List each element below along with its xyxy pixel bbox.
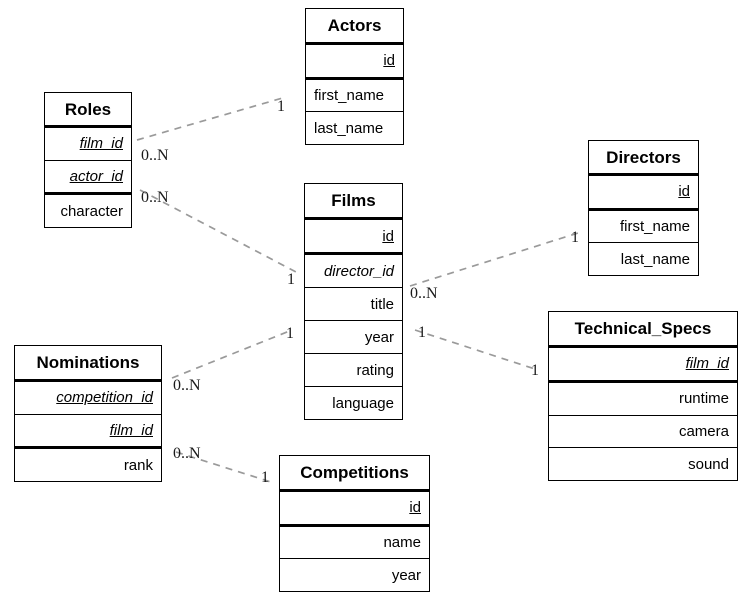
entity-field-actors-id[interactable]: id xyxy=(306,44,403,79)
cardinality-label-roles-actors-to: 1 xyxy=(277,98,285,115)
field-label: character xyxy=(60,202,123,220)
field-label: competition_id xyxy=(56,389,153,407)
entity-table-directors[interactable]: Directors id first_name last_name xyxy=(588,140,699,276)
cardinality-label-films-technical_specs-to: 1 xyxy=(531,362,539,379)
entity-field-nominations-film_id[interactable]: film_id xyxy=(15,413,161,449)
field-label: camera xyxy=(678,422,729,440)
entity-title-directors: Directors xyxy=(589,141,698,175)
field-label: rank xyxy=(123,456,153,474)
field-label: rating xyxy=(356,361,394,379)
entity-field-roles-film_id[interactable]: film_id xyxy=(45,127,131,160)
entity-field-technical_specs-film_id[interactable]: film_id xyxy=(549,347,737,382)
field-label: title xyxy=(370,295,394,313)
field-label: first_name xyxy=(314,87,385,104)
entity-field-directors-first_name[interactable]: first_name xyxy=(589,209,698,243)
entity-field-competitions-id[interactable]: id xyxy=(280,491,429,526)
entity-field-films-language[interactable]: language xyxy=(305,386,402,419)
cardinality-label-films-directors-to: 1 xyxy=(571,229,579,246)
entity-title-films: Films xyxy=(305,184,402,219)
field-label: sound xyxy=(688,455,729,473)
relationship-line-films-directors xyxy=(409,232,579,287)
entity-title-actors: Actors xyxy=(306,9,403,44)
cardinality-label-roles-films-to: 1 xyxy=(287,271,295,288)
entity-field-nominations-competition_id[interactable]: competition_id xyxy=(15,381,161,414)
field-label: runtime xyxy=(678,390,729,408)
entity-field-technical_specs-camera[interactable]: camera xyxy=(549,414,737,448)
field-label: last_name xyxy=(620,250,690,268)
entity-field-actors-last_name[interactable]: last_name xyxy=(306,111,403,145)
field-label: name xyxy=(383,534,421,551)
field-label: film_id xyxy=(79,135,123,153)
field-label: actor_id xyxy=(69,168,123,185)
entity-field-films-rating[interactable]: rating xyxy=(305,353,402,386)
entity-field-films-title[interactable]: title xyxy=(305,287,402,320)
cardinality-label-nominations-competitions-from: 0..N xyxy=(173,445,201,462)
field-label: id xyxy=(382,227,394,245)
entity-field-technical_specs-sound[interactable]: sound xyxy=(549,447,737,480)
field-label: id xyxy=(678,183,690,201)
entity-title-roles: Roles xyxy=(45,93,131,127)
field-label: first_name xyxy=(619,218,690,235)
cardinality-label-roles-actors-from: 0..N xyxy=(141,147,169,164)
relationship-line-nominations-films xyxy=(171,329,293,379)
entity-field-roles-character[interactable]: character xyxy=(45,194,131,228)
entity-field-competitions-year[interactable]: year xyxy=(280,558,429,592)
entity-field-technical_specs-runtime[interactable]: runtime xyxy=(549,381,737,415)
entity-title-competitions: Competitions xyxy=(280,456,429,491)
entity-field-roles-actor_id[interactable]: actor_id xyxy=(45,159,131,195)
field-label: year xyxy=(364,328,394,346)
entity-field-directors-id[interactable]: id xyxy=(589,175,698,210)
cardinality-label-nominations-films-to: 1 xyxy=(286,325,294,342)
cardinality-label-nominations-competitions-to: 1 xyxy=(261,469,269,486)
field-label: director_id xyxy=(323,262,394,280)
entity-field-films-year[interactable]: year xyxy=(305,320,402,353)
field-label: id xyxy=(383,52,395,70)
cardinality-label-nominations-films-from: 0..N xyxy=(173,377,201,394)
entity-table-roles[interactable]: Roles film_id actor_id character xyxy=(44,92,132,228)
entity-field-competitions-name[interactable]: name xyxy=(280,525,429,559)
field-label: film_id xyxy=(109,422,153,439)
cardinality-label-films-directors-from: 0..N xyxy=(410,285,438,302)
entity-table-competitions[interactable]: Competitions id name year xyxy=(279,455,430,592)
entity-field-actors-first_name[interactable]: first_name xyxy=(306,78,403,112)
relationship-line-roles-actors xyxy=(136,96,287,141)
field-label: year xyxy=(391,566,421,584)
entity-table-actors[interactable]: Actors id first_name last_name xyxy=(305,8,404,145)
field-label: language xyxy=(332,394,394,412)
relationship-line-films-technical_specs xyxy=(414,329,539,371)
cardinality-label-films-technical_specs-from: 1 xyxy=(418,324,426,341)
field-label: id xyxy=(409,499,421,517)
entity-field-directors-last_name[interactable]: last_name xyxy=(589,242,698,276)
entity-title-technical_specs: Technical_Specs xyxy=(549,312,737,347)
field-label: last_name xyxy=(314,119,384,137)
entity-field-films-id[interactable]: id xyxy=(305,219,402,254)
entity-title-nominations: Nominations xyxy=(15,346,161,381)
entity-field-films-director_id[interactable]: director_id xyxy=(305,254,402,287)
entity-field-nominations-rank[interactable]: rank xyxy=(15,448,161,482)
field-label: film_id xyxy=(685,355,729,373)
cardinality-label-roles-films-from: 0..N xyxy=(141,189,169,206)
